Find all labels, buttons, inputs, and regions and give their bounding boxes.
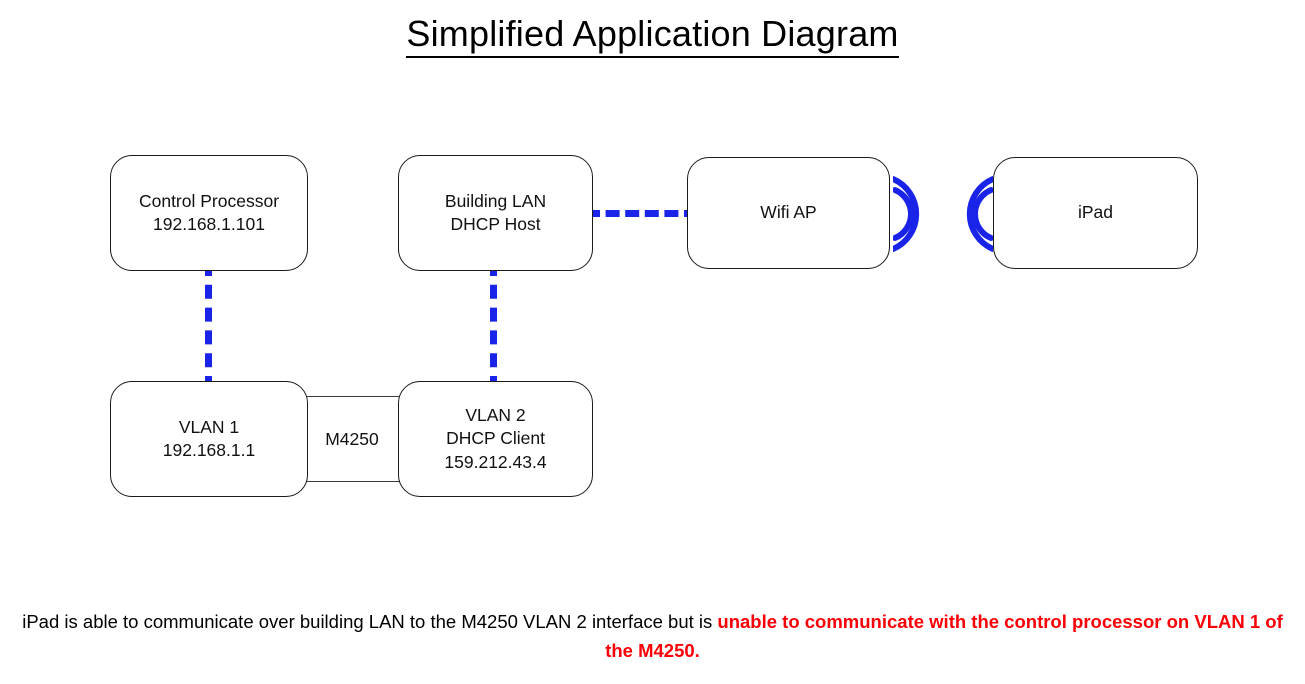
node-vlan2-line3: 159.212.43.4 bbox=[444, 451, 547, 472]
node-m4250-chassis[interactable]: M4250 bbox=[300, 396, 404, 482]
page-title: Simplified Application Diagram bbox=[0, 12, 1305, 58]
connector-building-lan-to-vlan2 bbox=[490, 262, 497, 390]
node-wifi-ap-label: Wifi AP bbox=[760, 202, 817, 223]
node-vlan2-line2: DHCP Client bbox=[446, 428, 545, 449]
node-vlan1-line1: VLAN 1 bbox=[178, 416, 240, 437]
wifi-arc-ipad-outer bbox=[966, 176, 993, 252]
node-wifi-ap[interactable]: Wifi AP bbox=[687, 157, 890, 269]
connector-control-processor-to-vlan1 bbox=[205, 262, 212, 390]
node-building-lan-line2: DHCP Host bbox=[450, 214, 541, 234]
node-ipad-label: iPad bbox=[1077, 202, 1114, 223]
wifi-arc-ipad-inner bbox=[972, 187, 993, 241]
node-ipad[interactable]: iPad bbox=[993, 157, 1198, 269]
caption: iPad is able to communicate over buildin… bbox=[8, 608, 1297, 665]
node-control-processor[interactable]: Control Processor 192.168.1.101 bbox=[110, 155, 308, 271]
node-vlan1[interactable]: VLAN 1 192.168.1.1 bbox=[110, 381, 308, 497]
connector-building-lan-to-wifi-ap bbox=[586, 210, 698, 217]
node-m4250-label: M4250 bbox=[325, 428, 379, 449]
caption-alert-text: unable to communicate with the control p… bbox=[605, 611, 1283, 661]
node-building-lan-line1: Building LAN bbox=[444, 190, 547, 211]
wifi-arc-ap-outer bbox=[893, 176, 920, 252]
node-control-processor-line1: Control Processor bbox=[138, 190, 280, 211]
caption-normal-text: iPad is able to communicate over buildin… bbox=[22, 611, 718, 632]
node-control-processor-line2: 192.168.1.101 bbox=[153, 214, 265, 234]
wireless-signal-icon bbox=[893, 176, 993, 252]
node-vlan2[interactable]: VLAN 2 DHCP Client 159.212.43.4 bbox=[398, 381, 593, 497]
node-vlan1-line2: 192.168.1.1 bbox=[162, 440, 256, 460]
wifi-arc-ap-inner bbox=[893, 187, 914, 241]
page-title-text: Simplified Application Diagram bbox=[406, 13, 899, 58]
node-building-lan[interactable]: Building LAN DHCP Host bbox=[398, 155, 593, 271]
node-vlan2-line1: VLAN 2 bbox=[465, 405, 526, 426]
